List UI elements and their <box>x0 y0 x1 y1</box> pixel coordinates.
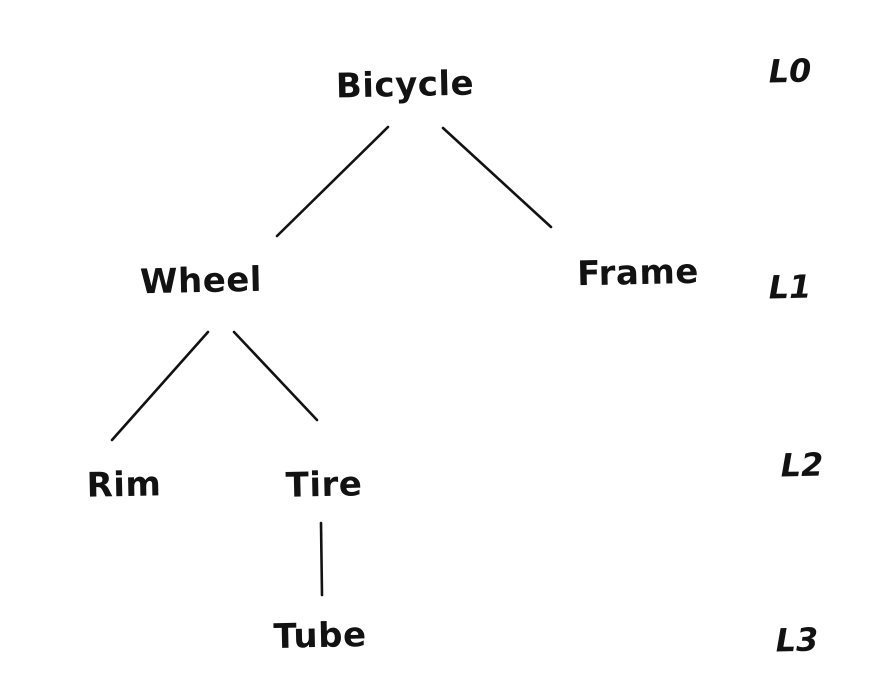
node-wheel: Wheel <box>139 259 263 303</box>
node-frame: Frame <box>576 251 700 295</box>
edge-bicycle-wheel <box>275 125 390 238</box>
node-rim: Rim <box>86 464 162 506</box>
level-label-l2: L2 <box>780 445 824 485</box>
edge-wheel-tire <box>232 330 319 422</box>
edge-bicycle-frame <box>441 126 553 229</box>
edge-wheel-rim <box>110 330 210 442</box>
level-label-l3: L3 <box>775 620 819 660</box>
edge-tire-tube <box>319 521 324 597</box>
level-label-l1: L1 <box>768 267 812 307</box>
level-label-l0: L0 <box>768 51 812 91</box>
node-bicycle: Bicycle <box>335 63 475 107</box>
node-tube: Tube <box>273 615 367 657</box>
node-tire: Tire <box>285 464 363 506</box>
